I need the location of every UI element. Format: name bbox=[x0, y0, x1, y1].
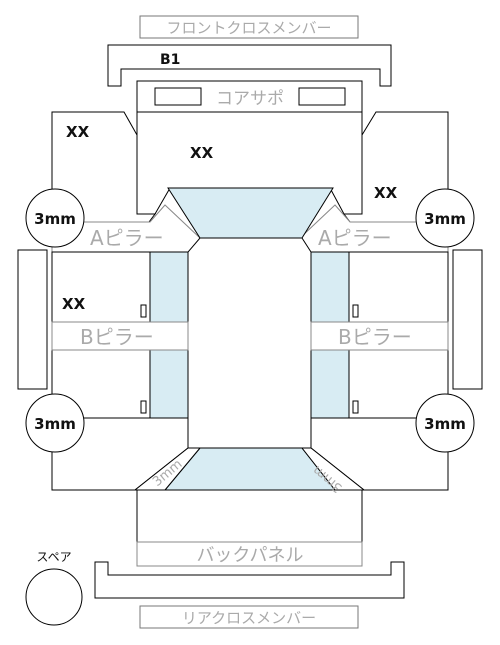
rear-right-tire-label: 3mm bbox=[424, 415, 466, 433]
left-front-door-handle bbox=[140, 304, 147, 318]
core-support-left-slot bbox=[154, 87, 202, 106]
rear-left-tire-label: 3mm bbox=[34, 415, 76, 433]
left-side-sill bbox=[17, 249, 48, 390]
front-right-tire-label: 3mm bbox=[424, 210, 466, 228]
b-pillar-right-label: Bピラー bbox=[338, 325, 412, 349]
trunk-lid bbox=[136, 489, 363, 543]
hood-xx-label: XX bbox=[190, 144, 214, 162]
b-pillar-left-band bbox=[51, 321, 189, 351]
front-cross-member-box bbox=[139, 15, 359, 39]
left-front-door-xx: XX bbox=[62, 295, 86, 313]
a-pillar-left-label: Aピラー bbox=[90, 226, 164, 250]
front-right-fender-xx: XX bbox=[374, 184, 398, 202]
b-pillar-right-band bbox=[310, 321, 449, 351]
rear-right-tire bbox=[415, 393, 475, 453]
rear-bumper-outline bbox=[94, 561, 405, 599]
left-rear-window bbox=[149, 349, 189, 419]
left-rear-door-handle bbox=[140, 400, 147, 414]
core-support-right-slot bbox=[298, 87, 346, 106]
b1-label: B1 bbox=[160, 52, 180, 68]
core-support-panel bbox=[136, 80, 363, 113]
right-rear-window bbox=[310, 349, 350, 419]
front-right-tire bbox=[415, 188, 475, 248]
a-pillar-right-label: Aピラー bbox=[318, 226, 392, 250]
spare-label: スペア bbox=[36, 550, 71, 564]
rear-cross-member-label: リアクロスメンバー bbox=[182, 609, 316, 627]
roof-panel bbox=[187, 237, 312, 463]
front-left-tire bbox=[25, 188, 85, 248]
core-support-label: コアサポ bbox=[216, 89, 284, 109]
back-panel-band bbox=[136, 541, 363, 567]
b-pillar-left-label: Bピラー bbox=[80, 325, 154, 349]
left-front-window bbox=[149, 251, 189, 323]
right-front-window bbox=[310, 251, 350, 323]
right-front-door bbox=[348, 251, 449, 323]
front-cross-member-label: フロントクロスメンバー bbox=[166, 19, 331, 37]
front-left-fender-xx: XX bbox=[66, 123, 90, 141]
front-left-tire-label: 3mm bbox=[34, 210, 76, 228]
right-front-door-handle bbox=[352, 304, 359, 318]
rear-cross-member-box bbox=[139, 605, 359, 629]
front-bumper-outline bbox=[107, 44, 392, 87]
spare-tire bbox=[25, 568, 83, 626]
rear-left-tire bbox=[25, 393, 85, 453]
right-rear-door-handle bbox=[352, 400, 359, 414]
back-panel-label: バックパネル bbox=[196, 545, 303, 566]
right-side-sill bbox=[452, 249, 483, 390]
